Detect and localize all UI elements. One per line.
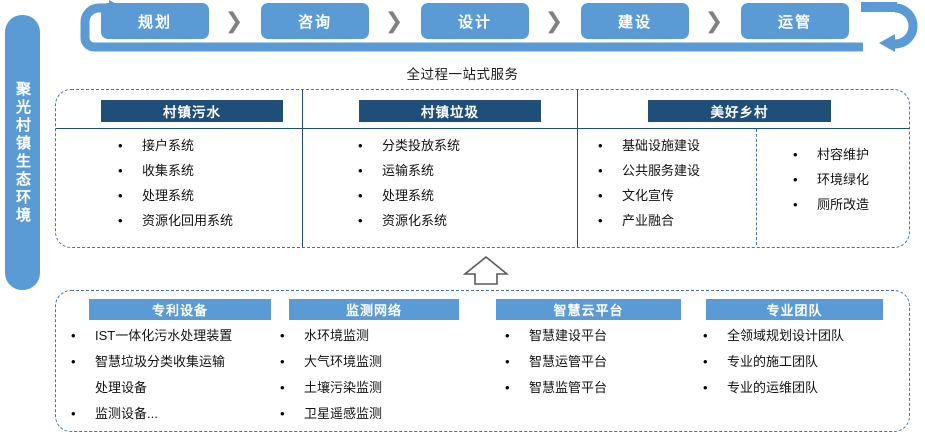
services-list-village-sub: 村容维护 环境绿化 厕所改造 [791,142,869,217]
list-item: 土壤污染监测 [278,375,382,401]
process-step-label: 咨询 [297,13,332,31]
capabilities-panel: 专利设备 监测网络 智慧云平台 专业团队 IST一体化污水处理装置 智慧垃圾分类… [55,290,910,432]
capabilities-list-team: 全领域规划设计团队 专业的施工团队 专业的运维团队 [701,323,844,401]
list-item: 运输系统 [356,158,460,183]
capabilities-list-equipment: IST一体化污水处理装置 智慧垃圾分类收集运输 处理设备 监测设备... [69,323,232,427]
list-item: 厕所改造 [791,192,869,217]
services-list-wastewater: 接户系统 收集系统 处理系统 资源化回用系统 [116,133,233,233]
header-label: 智慧云平台 [553,303,624,318]
chevron-right-icon: ❯ [544,9,564,34]
services-list-waste: 分类投放系统 运输系统 处理系统 资源化系统 [356,133,460,233]
services-column-header-village: 美好乡村 [648,100,831,122]
list-item: 接户系统 [116,133,233,158]
list-item: 监测设备... [69,401,232,427]
services-column-header-waste: 村镇垃圾 [359,100,541,122]
list-item: 分类投放系统 [356,133,460,158]
process-step-label: 设计 [457,13,492,31]
list-item: 大气环境监测 [278,349,382,375]
services-divider-2 [577,90,579,247]
side-banner-label: 聚光村镇生态环境 [14,80,31,225]
list-item: 智慧建设平台 [503,323,607,349]
circular-loop-arrow-icon [80,0,918,52]
list-item: 智慧垃圾分类收集运输 [69,349,232,375]
process-step-design[interactable]: 设计 [421,3,529,39]
services-list-village: 基础设施建设 公共服务建设 文化宣传 产业融合 [596,133,700,233]
process-step-label: 运管 [777,13,812,31]
header-label: 村镇污水 [163,105,221,120]
header-label: 美好乡村 [710,105,769,120]
process-step-label: 规划 [137,13,172,31]
list-item: 处理系统 [356,183,460,208]
list-item: 村容维护 [791,142,869,167]
list-item: 资源化回用系统 [116,208,233,233]
list-item: 全领域规划设计团队 [701,323,844,349]
services-subdivider-dashed [756,129,757,245]
list-item: 产业融合 [596,208,700,233]
header-label: 村镇垃圾 [421,105,479,120]
list-item: 收集系统 [116,158,233,183]
services-column-header-wastewater: 村镇污水 [101,100,283,122]
list-item: 专业的运维团队 [701,375,844,401]
process-step-consulting[interactable]: 咨询 [261,3,369,39]
side-banner: 聚光村镇生态环境 [5,15,40,290]
capabilities-column-header-team: 专业团队 [706,299,883,320]
capabilities-list-cloud: 智慧建设平台 智慧运管平台 智慧监管平台 [503,323,607,401]
list-item: 资源化系统 [356,208,460,233]
header-label: 专利设备 [151,303,208,318]
chevron-right-icon: ❯ [384,9,404,34]
list-item: 文化宣传 [596,183,700,208]
list-item: 智慧运管平台 [503,349,607,375]
header-label: 监测网络 [345,303,402,318]
capabilities-column-header-monitoring: 监测网络 [289,299,459,320]
services-panel: 村镇污水 村镇垃圾 美好乡村 接户系统 收集系统 处理系统 资源化回用系统 分类… [55,89,910,248]
process-step-label: 建设 [617,13,652,31]
list-item: 基础设施建设 [596,133,700,158]
chevron-right-icon: ❯ [704,9,724,34]
services-divider-1 [302,90,304,247]
list-item: IST一体化污水处理装置 [69,323,232,349]
process-step-construction[interactable]: 建设 [581,3,689,39]
list-item: 专业的施工团队 [701,349,844,375]
services-header-underline [56,128,909,130]
list-item: 环境绿化 [791,167,869,192]
list-item: 处理设备 [95,380,148,395]
list-item: 公共服务建设 [596,158,700,183]
up-arrow-icon [462,254,510,291]
list-item: 卫星遥感监测 [278,401,382,427]
list-item: 处理系统 [116,183,233,208]
capabilities-column-header-cloud: 智慧云平台 [496,299,681,320]
process-step-operations[interactable]: 运管 [741,3,849,39]
capabilities-column-header-equipment: 专利设备 [89,299,271,320]
capabilities-list-monitoring: 水环境监测 大气环境监测 土壤污染监测 卫星遥感监测 [278,323,382,427]
tagline: 全过程一站式服务 [406,67,519,82]
process-chain: 规划 ❯ 咨询 ❯ 设计 ❯ 建设 ❯ 运管 [55,0,925,58]
chevron-right-icon: ❯ [224,9,244,34]
list-item: 智慧监管平台 [503,375,607,401]
header-label: 专业团队 [766,303,823,318]
process-step-planning[interactable]: 规划 [101,3,209,39]
list-item: 水环境监测 [278,323,382,349]
